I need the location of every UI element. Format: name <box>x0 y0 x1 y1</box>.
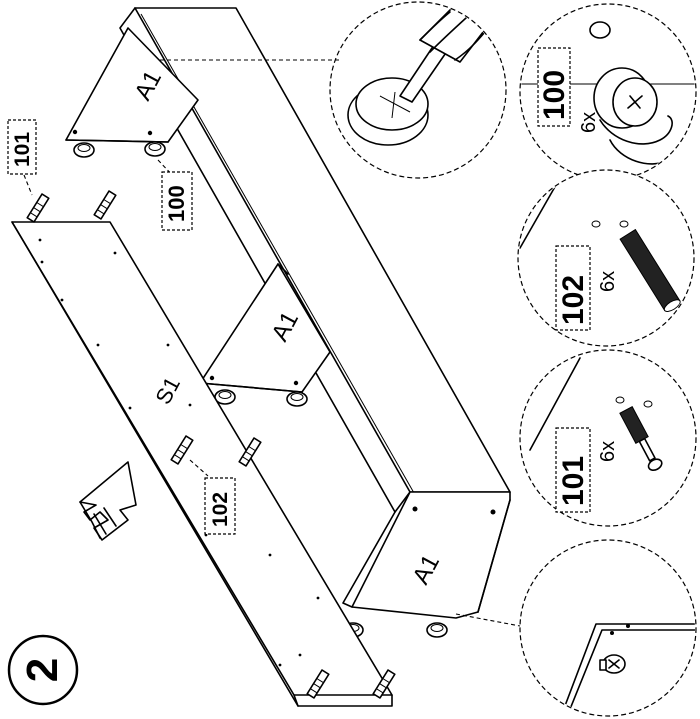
callout-100: 100 <box>157 159 193 231</box>
detail-screwdriver-cam <box>329 1 507 179</box>
top-board-edge <box>119 7 411 513</box>
detail-100-qty: 6x <box>578 112 600 133</box>
dowel-group <box>26 190 396 699</box>
detail-part-102: 102 6x <box>517 169 695 347</box>
cabinet-body: A1 A1 A1 S1 <box>11 7 511 707</box>
cam-lock-group <box>73 141 448 638</box>
callout-101: 101 <box>7 119 37 196</box>
step-number: 2 <box>18 658 67 682</box>
callout-101-label: 101 <box>11 132 34 167</box>
step-number-badge: 2 <box>7 634 79 706</box>
detail-panel-corner <box>519 539 697 717</box>
side-panel-face <box>351 491 511 619</box>
detail-102-part: 102 <box>557 275 590 325</box>
detail-part-101: 101 6x <box>519 349 697 527</box>
callout-100-label: 100 <box>164 185 189 222</box>
callout-102-label: 102 <box>209 492 232 527</box>
detail-100-part: 100 <box>538 70 571 120</box>
detail-101-qty: 6x <box>597 441 619 462</box>
callout-102: 102 <box>189 459 236 535</box>
detail-part-100: 100 6x <box>519 3 697 181</box>
detail-101-part: 101 <box>557 456 590 506</box>
back-panel-holes <box>38 238 320 667</box>
detail-102-qty: 6x <box>597 271 619 292</box>
direction-arrow <box>79 461 137 541</box>
